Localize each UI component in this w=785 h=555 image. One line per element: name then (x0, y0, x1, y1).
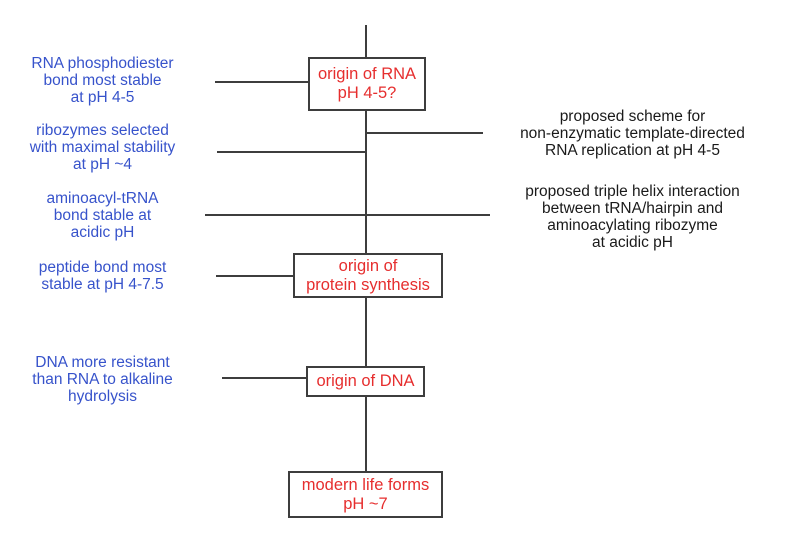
annotation-triple-helix: proposed triple helix interaction betwee… (525, 183, 740, 251)
connector-peptide-bond (216, 275, 294, 277)
connector-ribozymes (217, 151, 366, 153)
connector-proposed-scheme (366, 132, 483, 134)
box-label-origin-of-dna: origin of DNA (316, 372, 415, 390)
stage-box-origin-of-rna: origin of RNA pH 4-5? (308, 57, 426, 111)
connector-aminoacyl-trna (205, 214, 490, 216)
stage-box-origin-of-protein-synthesis: origin of protein synthesis (293, 253, 443, 298)
annotation-proposed-scheme: proposed scheme for non-enzymatic templa… (520, 108, 745, 159)
stage-box-origin-of-dna: origin of DNA (306, 366, 425, 397)
connector-dna-resistant (222, 377, 306, 379)
box-label-origin-of-rna: origin of RNA pH 4-5? (317, 65, 417, 102)
box-label-origin-of-protein-synthesis: origin of protein synthesis (306, 256, 430, 294)
stage-box-modern-life-forms: modern life forms pH ~7 (288, 471, 443, 518)
connector-rna-phosphodiester (215, 81, 308, 83)
box-label-modern-life-forms: modern life forms pH ~7 (301, 475, 430, 513)
annotation-ribozymes: ribozymes selected with maximal stabilit… (29, 122, 176, 173)
annotation-aminoacyl-trna: aminoacyl-tRNA bond stable at acidic pH (46, 190, 159, 241)
annotation-rna-phosphodiester: RNA phosphodiester bond most stable at p… (31, 55, 174, 106)
annotation-peptide-bond: peptide bond most stable at pH 4-7.5 (38, 259, 167, 293)
annotation-dna-resistant: DNA more resistant than RNA to alkaline … (32, 354, 173, 405)
timeline-vertical-line (365, 25, 367, 471)
